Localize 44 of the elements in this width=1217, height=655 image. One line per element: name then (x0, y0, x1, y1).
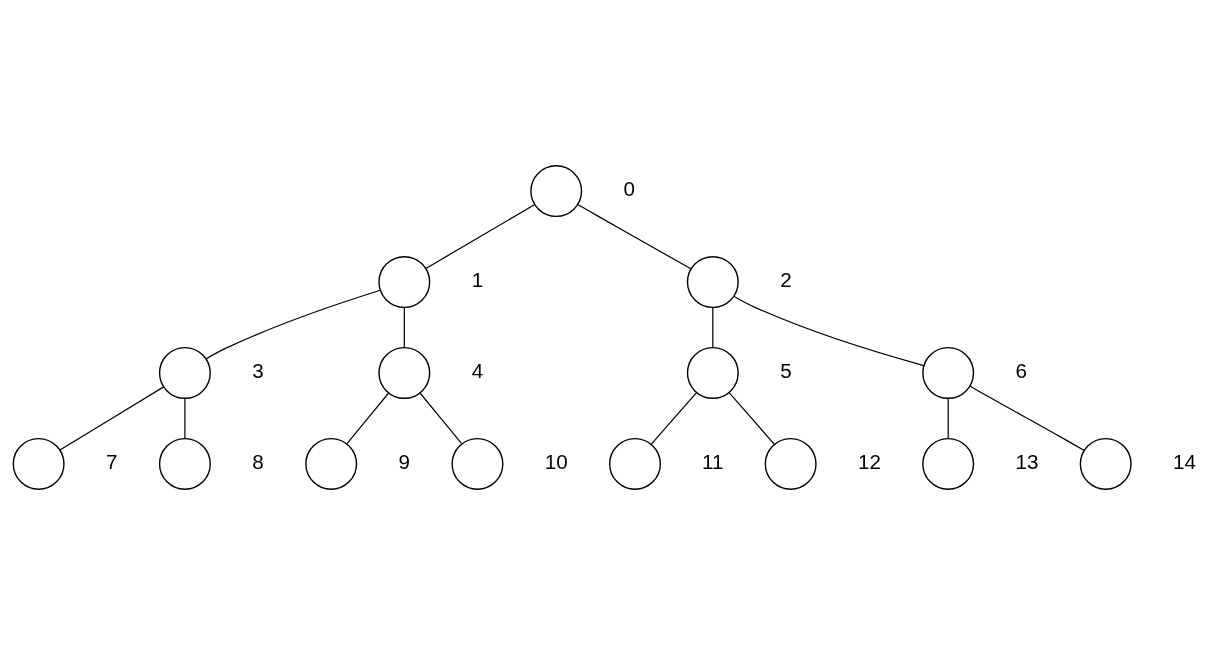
node-label: 13 (1015, 450, 1039, 474)
node-label: 8 (252, 450, 264, 474)
connector (712, 306, 714, 349)
connector (425, 203, 536, 270)
node-label: 12 (857, 450, 881, 474)
connector (728, 392, 776, 446)
node-circle (378, 256, 431, 309)
node-label: 3 (252, 359, 264, 383)
node-circle (451, 437, 504, 490)
connector (650, 392, 697, 446)
node-label: 5 (780, 359, 792, 383)
connector (205, 289, 381, 360)
node-circle (686, 346, 739, 399)
node-label: 0 (623, 177, 636, 201)
node-circle (1079, 437, 1132, 490)
connector (577, 204, 692, 270)
connector (969, 385, 1085, 451)
connector (733, 295, 925, 367)
connector (59, 386, 165, 451)
node-label: 11 (702, 450, 724, 474)
connector (419, 392, 463, 445)
node-label: 2 (780, 268, 792, 292)
node-label: 14 (1173, 450, 1196, 474)
node-label: 10 (544, 450, 568, 474)
node-circle (922, 437, 975, 490)
node-label: 4 (471, 359, 484, 383)
connector (346, 392, 390, 445)
node-circle (305, 437, 358, 490)
node-circle (608, 437, 661, 490)
node-circle (378, 346, 431, 399)
node-circle (530, 165, 583, 218)
connector (947, 397, 949, 440)
node-circle (764, 437, 817, 490)
node-label: 6 (1015, 359, 1028, 383)
node-label: 7 (106, 450, 118, 474)
node-circle (158, 346, 211, 399)
node-label: 1 (471, 268, 484, 292)
node-circle (158, 437, 211, 490)
node-circle (686, 256, 739, 309)
connector (403, 306, 405, 349)
connector (184, 397, 186, 440)
node-circle (922, 346, 975, 399)
node-label: 9 (398, 450, 411, 474)
node-circle (12, 437, 65, 490)
